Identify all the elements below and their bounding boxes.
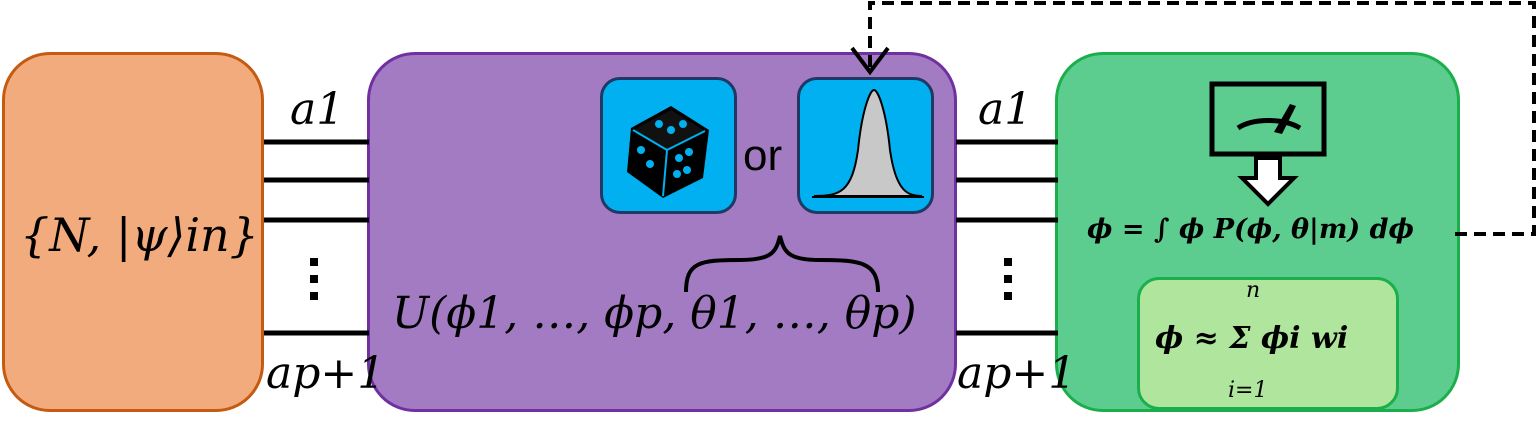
weighted-estimator-formula: ϕ ≈ Σ ϕi wi <box>1155 321 1349 356</box>
mode-label-last-output: ap+1 <box>957 348 1077 399</box>
gaussian-distribution-icon <box>812 88 924 198</box>
input-mode-lines <box>264 139 369 336</box>
gaussian-tile <box>797 77 934 214</box>
feedback-dashed-line <box>868 1 1536 236</box>
vertical-ellipsis-left <box>310 258 318 300</box>
output-mode-lines <box>956 139 1058 336</box>
or-label: or <box>743 131 783 180</box>
meter-gauge-icon <box>1209 81 1327 157</box>
mode-label-first-input: a1 <box>290 84 345 135</box>
curly-brace <box>684 235 880 293</box>
mode-label-last-input: ap+1 <box>266 348 386 399</box>
sum-upper-limit: n <box>1246 278 1261 303</box>
bayesian-estimator-formula: ϕ = ∫ ϕ P(ϕ, θ|m) dϕ <box>1087 214 1414 245</box>
down-arrow-icon <box>1237 156 1299 207</box>
dice-icon <box>627 106 709 198</box>
meter-group <box>1209 81 1327 207</box>
sum-lower-limit: i=1 <box>1228 378 1268 403</box>
mode-label-first-output: a1 <box>978 84 1033 135</box>
unitary-label: U(ϕ1, …, ϕp, θ1, …, θp) <box>392 288 917 339</box>
weighted-estimator-box <box>1137 277 1399 410</box>
vertical-ellipsis-right <box>1004 258 1012 300</box>
input-state-box <box>2 52 264 412</box>
dice-tile <box>600 77 737 214</box>
feedback-arrowhead <box>850 46 890 76</box>
input-state-label: {N, |ψ⟩in} <box>20 208 259 262</box>
